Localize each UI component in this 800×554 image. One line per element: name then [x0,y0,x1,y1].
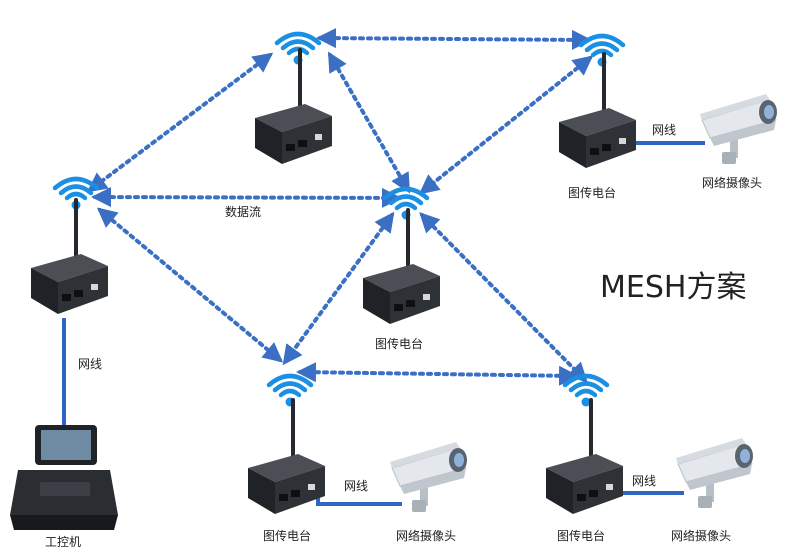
radio-label: 图传电台 [557,528,605,543]
camera-icon [699,93,778,165]
flow-arrow [296,362,579,386]
diagram-title: MESH方案 [600,270,746,305]
wifi-icon [269,376,311,407]
flow-arrow [327,51,411,194]
router-icon [248,398,325,514]
router-icon [31,198,108,314]
node-top-right: 网线 图传电台 网络摄像头 [559,36,778,200]
node-bottom-left: 网线 图传电台 网络摄像头 [248,376,468,543]
radio-label: 图传电台 [568,185,616,200]
camera-label: 网络摄像头 [396,528,456,543]
node-center: 图传电台 [363,189,440,351]
computer-icon [10,425,118,530]
node-top-router [255,34,332,164]
flow-arrow [418,55,594,195]
flow-arrow [419,212,588,383]
node-left: 网线 工控机 [10,179,118,549]
wifi-icon [565,376,607,407]
camera-label: 网络摄像头 [671,528,731,543]
cable-label: 网线 [632,474,656,488]
computer-label: 工控机 [45,535,81,549]
router-icon [363,208,440,324]
flow-arrow [86,52,274,193]
data-flow-arrows [86,28,594,386]
cable-label: 网线 [652,123,676,137]
flow-arrow [282,211,395,366]
router-icon [546,398,623,514]
flow-arrow [91,187,402,208]
cable-label: 网线 [78,357,102,371]
flow-arrow [316,28,592,50]
data-flow-label: 数据流 [225,204,261,219]
router-icon [255,48,332,164]
camera-label: 网络摄像头 [702,175,762,190]
radio-label: 图传电台 [263,528,311,543]
camera-icon [675,437,754,509]
router-icon [559,52,636,168]
flow-arrow [96,207,284,363]
node-bottom-right: 网线 图传电台 网络摄像头 [546,376,754,543]
camera-icon [389,441,468,513]
cable-label: 网线 [344,479,368,493]
radio-label: 图传电台 [375,336,423,351]
